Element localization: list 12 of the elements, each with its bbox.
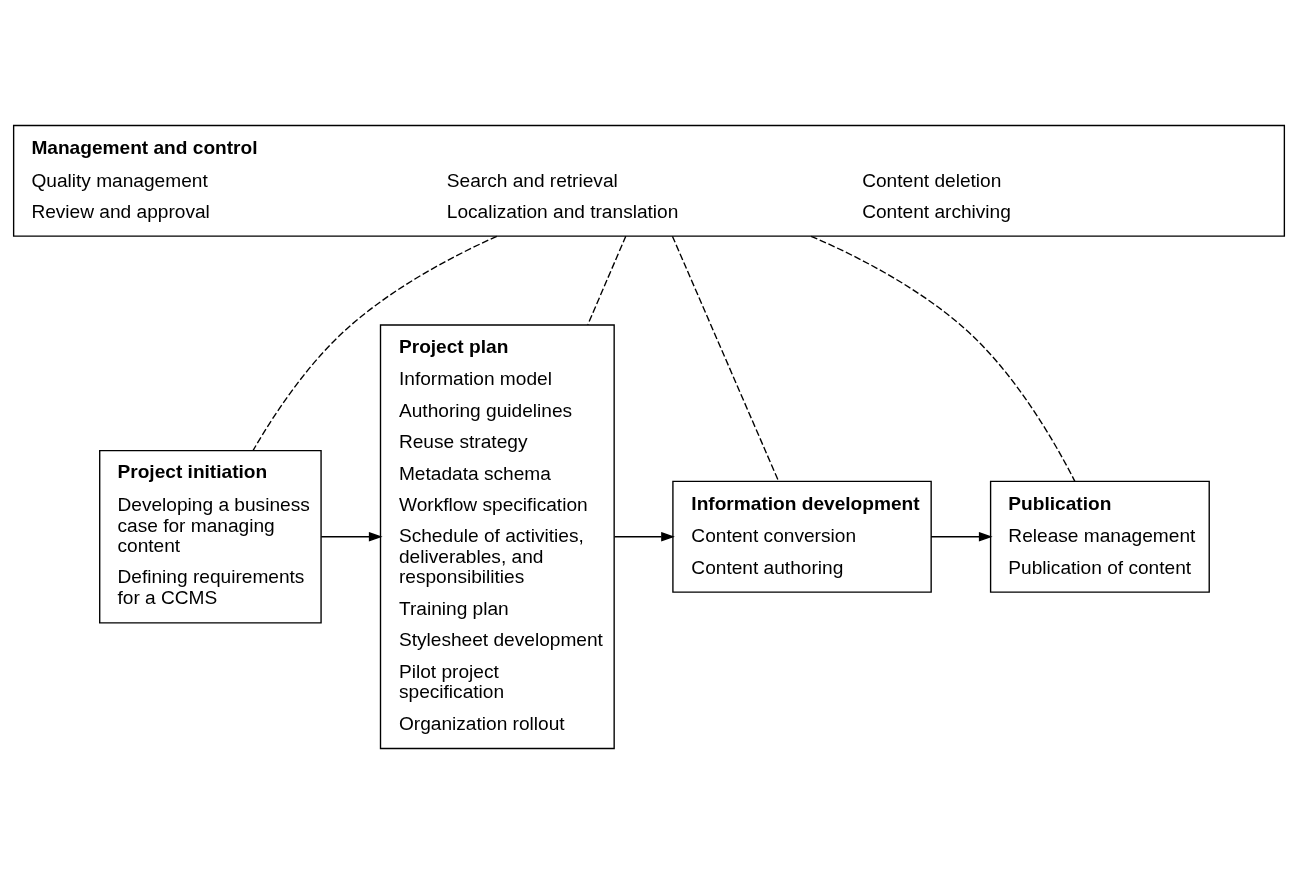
node-box: Project initiation Developing a business case for managing content Defining requirements for a CCMS [99, 449, 322, 623]
connector [810, 235, 1076, 482]
arrow [613, 531, 675, 542]
node-box: Management and control Quality management Search and retrieval Content deletion Review and approval Localization and translation Content archiving [12, 124, 1286, 237]
connector [587, 235, 627, 325]
node-box: Publication Release management Publication of content [989, 480, 1210, 593]
connector [252, 235, 498, 451]
connector [671, 235, 780, 482]
arrow [930, 531, 993, 542]
node-box: Information development Content conversion Content authoring [672, 480, 932, 593]
node-box: Project plan Information model Authoring guidelines Reuse strategy Metadata schema Workflow specification Schedule of activities, deliverables, and responsibilities Training plan Stylesheet development Pilot project specification Organization rollout [379, 323, 615, 749]
arrow [320, 531, 383, 542]
